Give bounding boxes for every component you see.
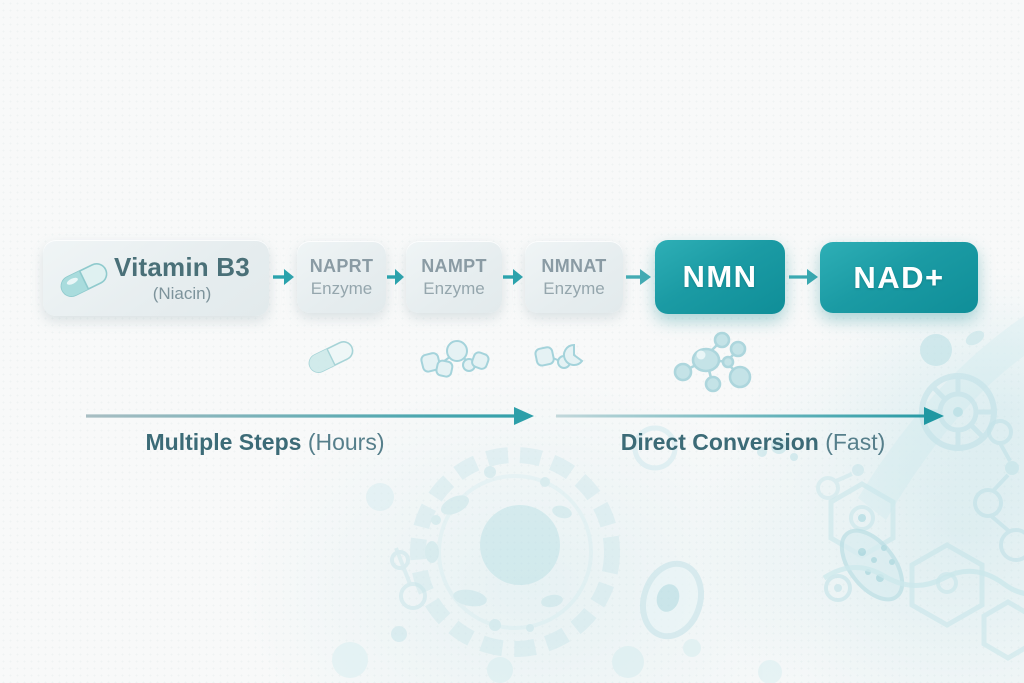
enzyme-label: Enzyme: [310, 279, 373, 299]
pathway-slow-bold: Multiple Steps: [145, 429, 302, 455]
pathway-fast-light: (Fast): [825, 429, 886, 455]
product-name: NAD+: [853, 259, 945, 295]
fast-pathway-arrow: [556, 407, 944, 425]
molecule-ball-icon: [673, 331, 752, 393]
arrow-right-icon: [789, 269, 818, 285]
product-name: NMN: [682, 259, 758, 294]
node-nad: NAD+: [820, 242, 978, 313]
arrow-right-icon: [387, 269, 404, 285]
enzyme-label: Enzyme: [543, 279, 605, 299]
source-title: Vitamin B3: [114, 251, 250, 282]
enzyme-label: Enzyme: [423, 279, 485, 299]
arrow-right-icon: [503, 269, 523, 285]
arrow-right-icon: [273, 269, 294, 285]
capsule-icon: [60, 263, 108, 297]
source-subtitle: (Niacin): [152, 284, 212, 304]
pathway-fast-label: Direct Conversion (Fast): [568, 429, 938, 456]
node-nmnat: NMNAT Enzyme: [525, 241, 623, 313]
node-vitamin-b3: Vitamin B3 (Niacin): [43, 240, 269, 316]
arrow-right-icon: [626, 269, 651, 285]
molecule-fragment-icon: [534, 343, 584, 369]
node-nmn: NMN: [655, 240, 785, 314]
node-naprt: NAPRT Enzyme: [297, 241, 386, 313]
enzyme-name: NMNAT: [541, 255, 607, 276]
pathway-slow-label: Multiple Steps (Hours): [80, 429, 450, 456]
slow-pathway-arrow: [86, 407, 534, 425]
enzyme-name: NAPRT: [309, 255, 374, 276]
pathway-fast-bold: Direct Conversion: [620, 429, 819, 455]
enzyme-name: NAMPT: [421, 255, 487, 276]
node-nampt: NAMPT Enzyme: [406, 241, 502, 313]
molecule-cluster-icon: [420, 340, 490, 378]
pathway-slow-light: (Hours): [307, 429, 385, 455]
capsule-icon: [308, 341, 354, 373]
